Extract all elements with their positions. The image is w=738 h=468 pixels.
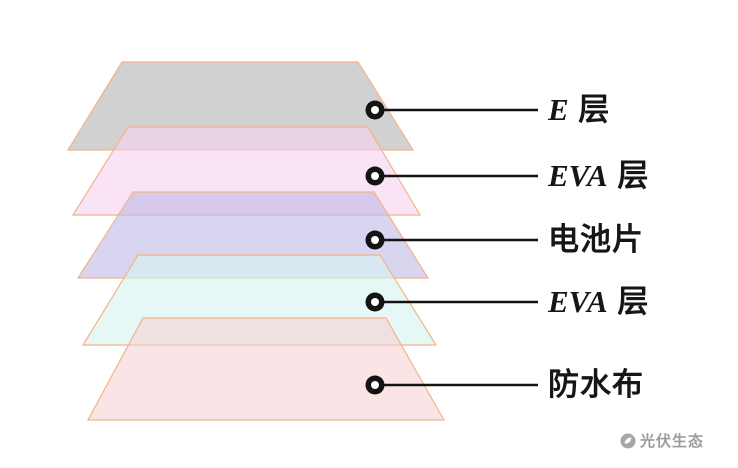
layer-label-cjk: 防水布 xyxy=(548,367,644,402)
dot-inner xyxy=(371,172,379,180)
brand-name: 光伏生态 xyxy=(639,433,704,450)
layer-label-latin: EVA xyxy=(548,284,608,319)
callout-dot-waterproof xyxy=(365,375,385,395)
brand-leaf-icon xyxy=(620,433,636,448)
callout-dot-e xyxy=(365,100,385,120)
layer-label-eva-top: EVA 层 xyxy=(548,154,649,198)
dot-inner xyxy=(371,106,379,114)
callout-dot-eva-bottom xyxy=(365,292,385,312)
brand-watermark: 光伏生态 xyxy=(620,430,704,451)
layer-label-cjk: 层 xyxy=(607,284,650,319)
layer-label-waterproof: 防水布 xyxy=(548,363,644,407)
callout-dot-cell xyxy=(365,230,385,250)
layer-label-cjk: 层 xyxy=(607,158,650,193)
layer-label-e: E 层 xyxy=(548,88,610,132)
callout-dot-eva-top xyxy=(365,166,385,186)
layer-label-cell: 电池片 xyxy=(548,218,644,262)
layer-label-eva-bottom: EVA 层 xyxy=(548,280,649,324)
layer-shape-waterproof xyxy=(86,317,446,421)
dot-inner xyxy=(371,236,379,244)
dot-inner xyxy=(371,298,379,306)
layer-label-latin: EVA xyxy=(548,158,608,193)
layer-label-latin: E xyxy=(548,92,569,127)
layer-label-cjk: 层 xyxy=(568,92,611,127)
layer-label-cjk: 电池片 xyxy=(548,222,644,257)
dot-inner xyxy=(371,381,379,389)
